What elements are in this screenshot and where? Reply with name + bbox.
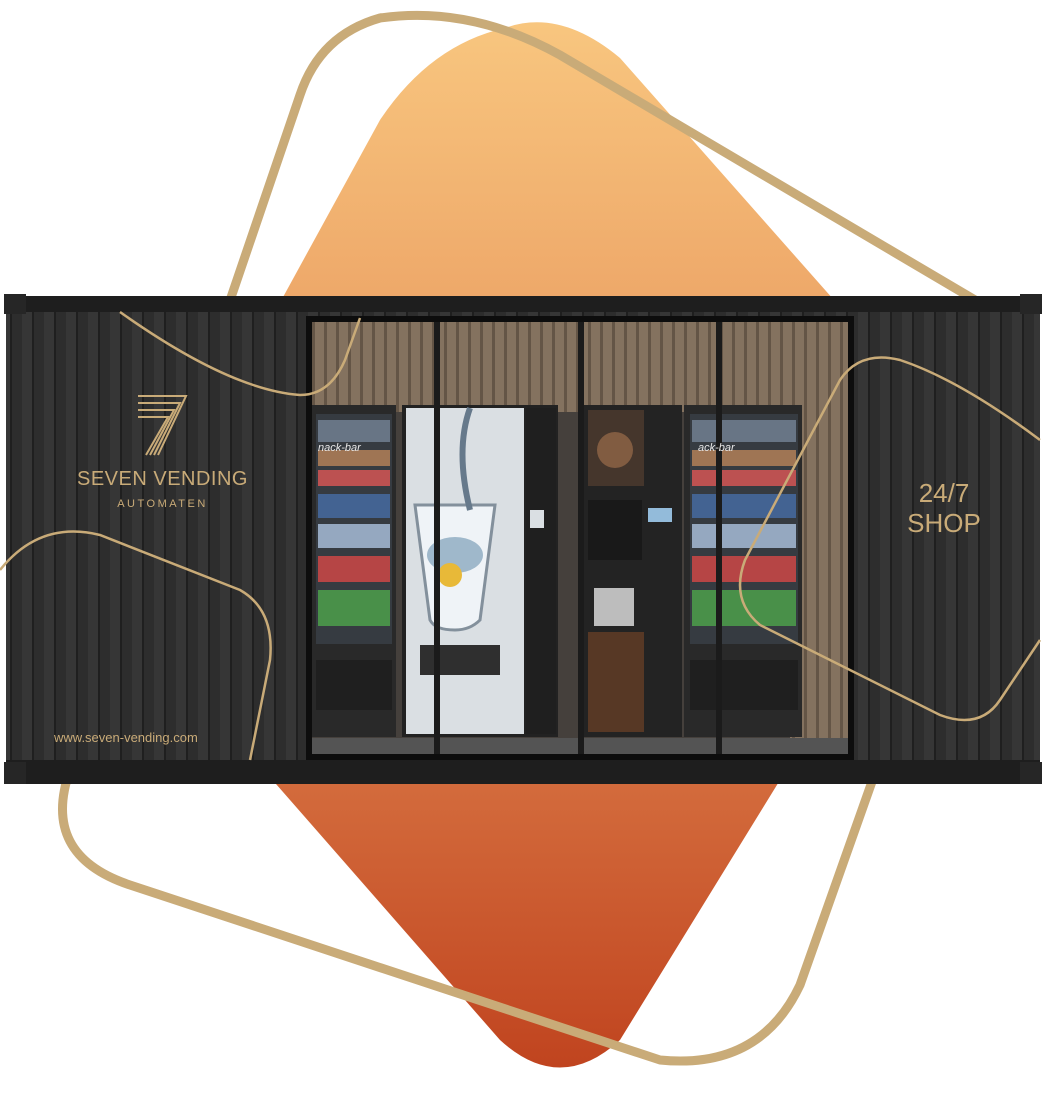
gold-curve-right [738,356,1042,722]
snack-machine-left [312,405,396,737]
shop-word-text: SHOP [907,508,981,538]
gold-curve-top [119,310,362,397]
glass-door-frames [306,316,854,760]
shop-hours-text: 24/7 [918,478,970,508]
brand-subtitle: AUTOMATEN [117,498,208,510]
brand-name: SEVEN VENDING [77,468,248,490]
gold-curve-left [0,530,272,761]
snack-bar-label-left: nack-bar [318,442,361,454]
snack-bar-label-right: ack-bar [698,442,735,454]
gold-outline-shape [58,10,1023,1066]
snack-machine-right [684,405,802,737]
website-text: www.seven-vending.com [54,730,198,745]
seven-logo-icon [138,395,188,456]
coffee-machine [584,405,682,737]
